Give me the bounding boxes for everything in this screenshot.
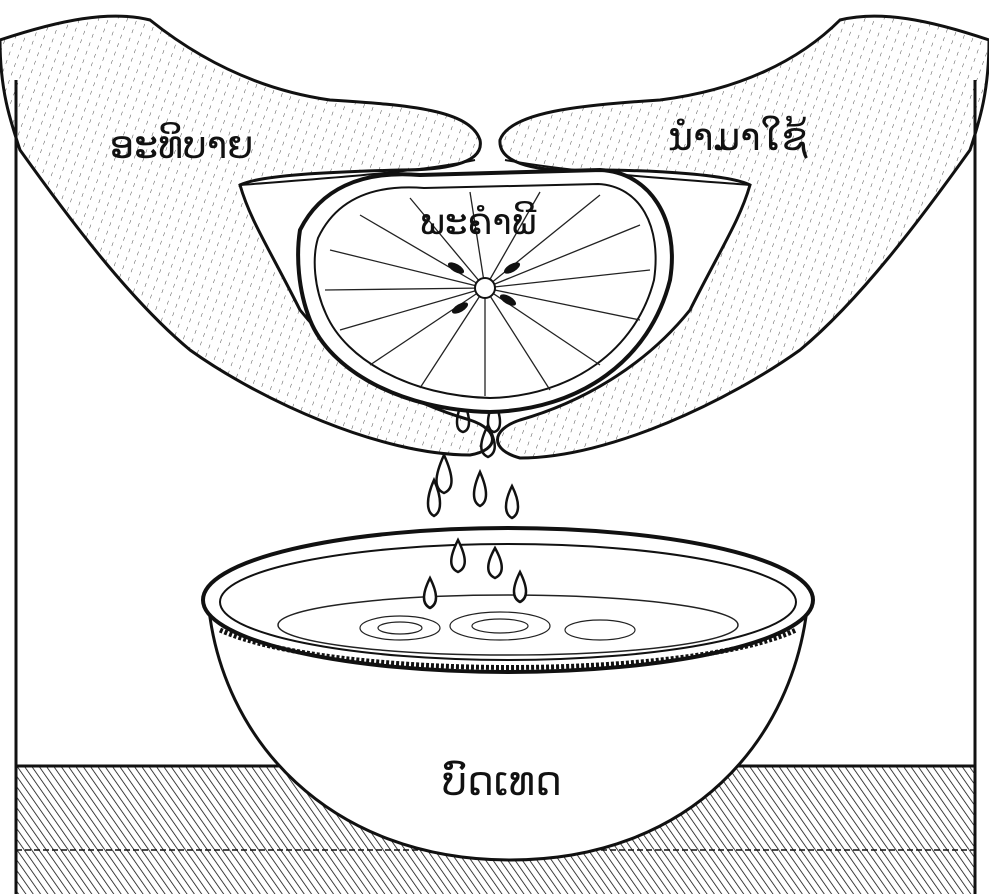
label-apply: ນຳມາໃຊ້ — [668, 118, 807, 156]
label-scripture: ພະຄຳພີ — [420, 205, 536, 241]
label-sermon: ບົດເທດ — [442, 762, 562, 802]
label-explain: ອະທິບາຍ — [110, 126, 253, 164]
